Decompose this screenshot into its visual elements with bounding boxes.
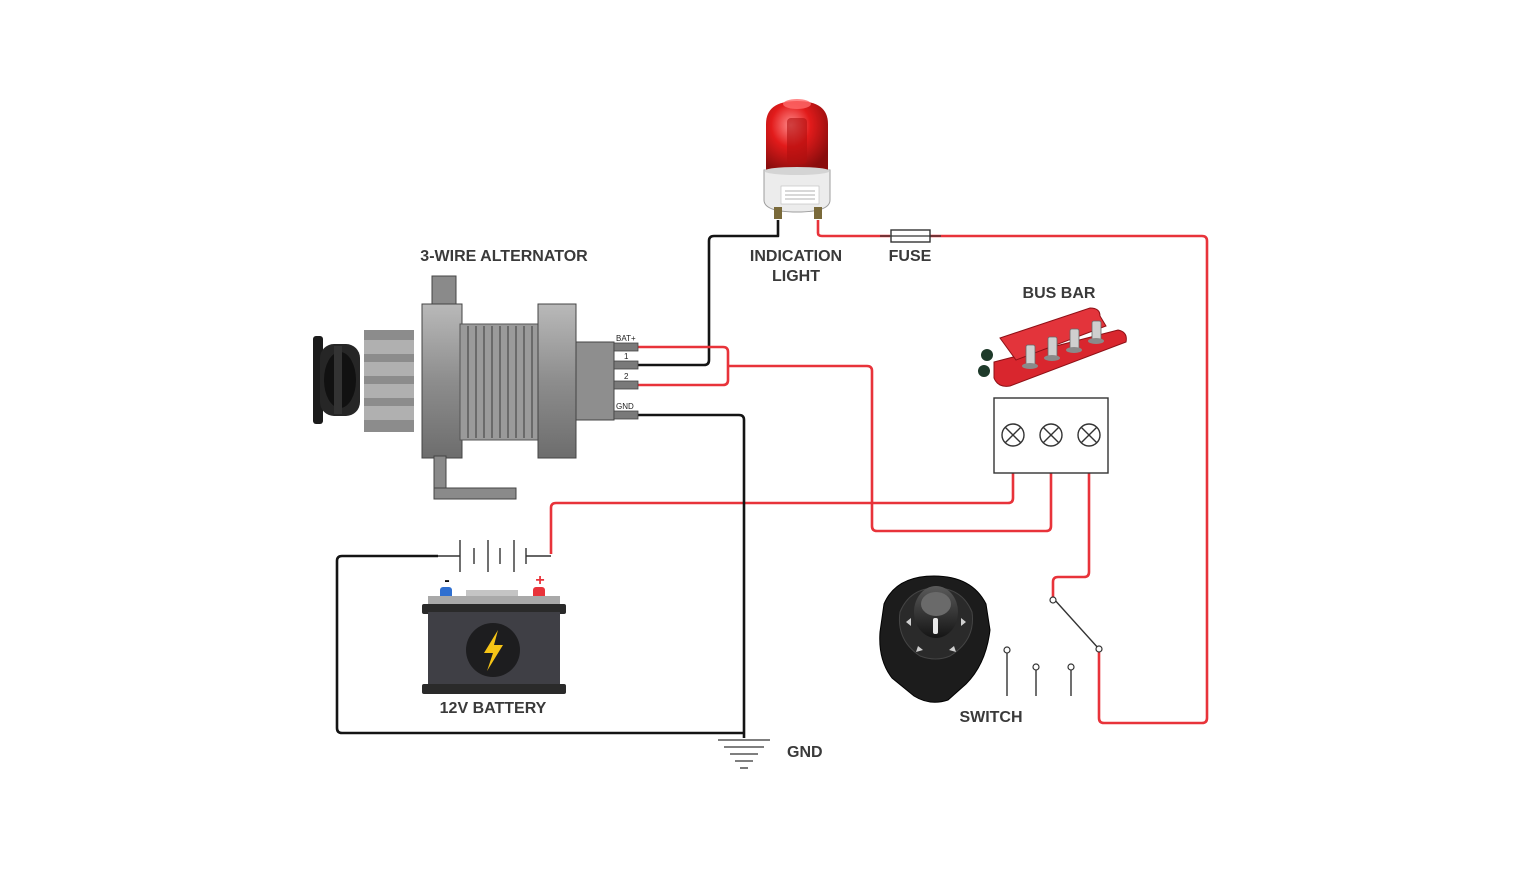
- fuse: FUSE: [880, 229, 941, 265]
- ground-symbol-icon: [718, 739, 770, 769]
- battery-plus-sign: +: [535, 572, 544, 589]
- wire-busbar-to-switch: [1051, 436, 1091, 598]
- wire-battery-to-busbar: [549, 436, 1015, 554]
- indication-light-label-line1: INDICATION: [750, 248, 842, 265]
- fuse-label: FUSE: [889, 248, 932, 265]
- battery: - + 12V BATTERY: [422, 540, 566, 717]
- rotary-switch-icon: [879, 575, 991, 703]
- bus-bar-label: BUS BAR: [1023, 285, 1096, 302]
- wire-bat-plus-to-busbar: [728, 364, 1053, 533]
- ground: GND: [718, 739, 823, 769]
- switch: SWITCH: [879, 575, 1103, 726]
- battery-symbol-icon: [438, 540, 551, 572]
- alternator-icon: [313, 275, 639, 500]
- gnd-label: GND: [787, 744, 823, 761]
- battery-minus-sign: -: [444, 572, 449, 589]
- wire-light-to-terminal-1: [637, 220, 780, 367]
- alternator-label: 3-WIRE ALTERNATOR: [420, 248, 588, 265]
- indication-light: INDICATION LIGHT: [750, 99, 842, 285]
- wire-battery-negative: [335, 554, 744, 735]
- battery-label: 12V BATTERY: [440, 700, 547, 717]
- terminal-gnd-label: GND: [616, 402, 634, 411]
- switch-label: SWITCH: [959, 709, 1022, 726]
- bus-bar-icon: [978, 307, 1127, 387]
- alternator: 3-WIRE ALTERNATOR BAT+ 1 2 GND: [313, 248, 639, 500]
- wire-light-to-fuse: [816, 220, 890, 238]
- wires: [335, 220, 1209, 738]
- fuse-icon: [880, 229, 941, 243]
- wire-fuse-to-switch: [930, 234, 1209, 725]
- lamp-symbol-icon: [1001, 423, 1101, 447]
- indication-light-label-line2: LIGHT: [772, 268, 820, 285]
- terminal-bat-plus-label: BAT+: [616, 334, 636, 343]
- terminal-1-label: 1: [624, 352, 629, 361]
- beacon-light-icon: [763, 99, 831, 219]
- terminal-2-label: 2: [624, 372, 629, 381]
- switch-symbol-icon: [1003, 596, 1103, 696]
- bus-bar: BUS BAR: [978, 285, 1127, 474]
- wire-alternator-gnd: [637, 413, 746, 738]
- car-battery-icon: [422, 587, 566, 694]
